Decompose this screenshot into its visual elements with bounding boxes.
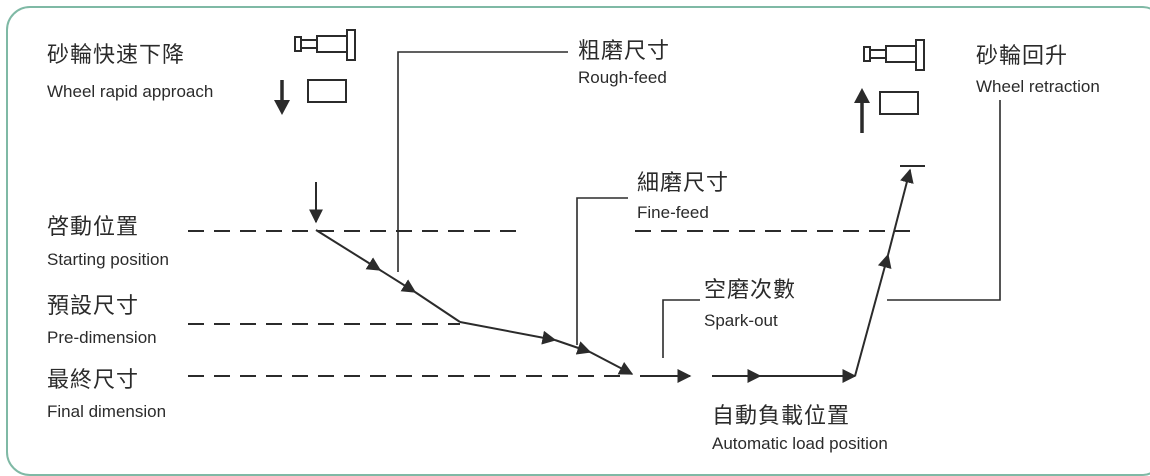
up-arrow-icon <box>854 88 870 133</box>
grinding-cycle-diagram: 砂輪快速下降 Wheel rapid approach 粗磨尺寸 Rough-f… <box>6 6 1150 476</box>
wheel-retraction-icon <box>863 39 925 115</box>
rough-path-segment-1 <box>315 229 382 271</box>
pre-dimension-zh: 預設尺寸 <box>47 293 140 318</box>
fine-feed-zh: 細磨尺寸 <box>637 170 730 195</box>
spark-out-en: Spark-out <box>704 311 778 330</box>
automatic-load-position-en: Automatic load position <box>712 434 888 453</box>
starting-position-en: Starting position <box>47 250 169 269</box>
wheel-approach-icon <box>294 29 356 103</box>
fine-path-segment-2 <box>554 339 592 355</box>
final-dimension-en: Final dimension <box>47 402 167 421</box>
spark-out-zh: 空磨次數 <box>704 277 797 302</box>
retraction-segment-2 <box>887 168 914 256</box>
pre-dimension-en: Pre-dimension <box>47 328 157 347</box>
starting-position-zh: 啓動位置 <box>47 214 140 239</box>
spark-out-leader <box>662 299 700 358</box>
rough-path-segment-3 <box>414 291 461 323</box>
wheel-rapid-approach-zh: 砂輪快速下降 <box>47 42 186 67</box>
rough-feed-zh: 粗磨尺寸 <box>578 38 671 63</box>
wheel-retraction-zh: 砂輪回升 <box>976 43 1069 68</box>
rough-path-segment-2 <box>379 269 417 293</box>
wheel-rapid-approach-en: Wheel rapid approach <box>47 82 214 101</box>
diagram-lines <box>188 29 1001 383</box>
retraction-segment-1 <box>854 253 892 377</box>
automatic-load-position-zh: 自動負載位置 <box>712 403 851 428</box>
final-dimension-zh: 最終尺寸 <box>47 367 140 392</box>
rough-feed-en: Rough-feed <box>578 68 667 87</box>
fine-feed-leader <box>576 197 628 345</box>
fine-path-segment-1 <box>459 321 557 345</box>
down-arrow-icon <box>274 80 290 115</box>
fine-path-segment-3 <box>589 351 634 375</box>
wheel-retraction-en: Wheel retraction <box>976 77 1100 96</box>
fine-feed-en: Fine-feed <box>637 203 709 222</box>
rough-feed-leader <box>397 51 568 272</box>
wheel-retraction-leader <box>887 100 1001 301</box>
